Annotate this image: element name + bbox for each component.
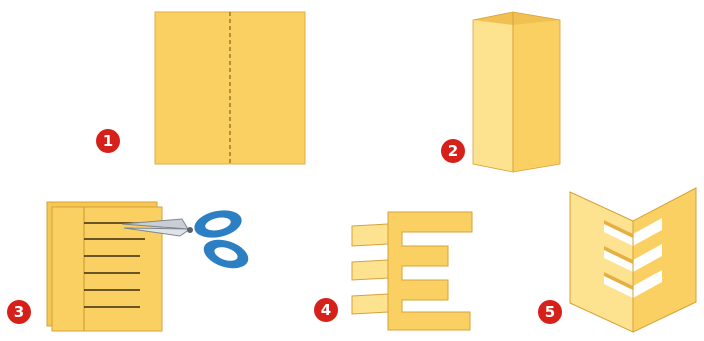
step-2-badge: 2: [441, 139, 465, 163]
step-1-badge: 1: [96, 129, 120, 153]
step-4-cut-strips: [352, 212, 472, 330]
step-5-badge: 5: [538, 300, 562, 324]
step-2-folded-paper: [473, 12, 560, 172]
step-5-chevron-cutout: [570, 188, 696, 332]
step-3-cutting: [47, 202, 252, 331]
step-1-paper-sheet: [155, 12, 305, 164]
step-4-badge: 4: [314, 298, 338, 322]
step-3-badge: 3: [7, 300, 31, 324]
